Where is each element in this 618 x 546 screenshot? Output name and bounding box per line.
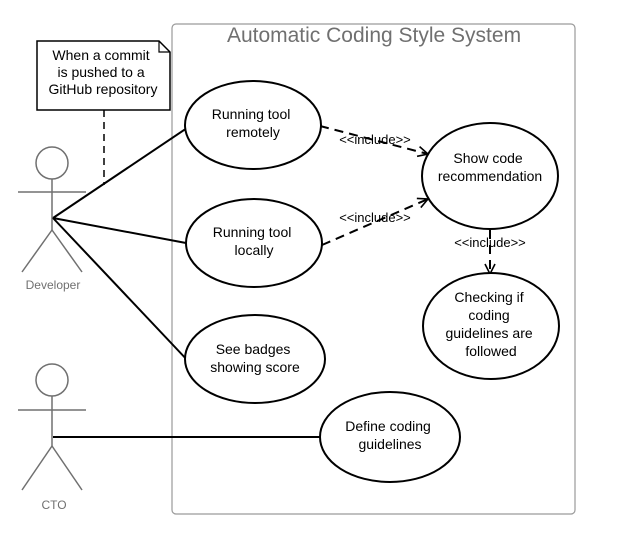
system-boundary bbox=[171, 23, 576, 515]
include-local-recommend bbox=[321, 199, 428, 246]
include-label-local: <<include>> bbox=[339, 210, 411, 225]
system-title: Automatic Coding Style System bbox=[227, 24, 521, 47]
usecase-show-code-recommendation-text: Show code recommendation bbox=[438, 150, 542, 184]
note-line: When a commit bbox=[52, 47, 149, 63]
usecase-line: Running tool bbox=[213, 224, 292, 240]
actor-cto bbox=[18, 363, 86, 491]
actor-cto-head bbox=[35, 363, 69, 397]
usecase-running-tool-remotely bbox=[184, 80, 322, 170]
actor-cto-leg-left bbox=[21, 445, 53, 491]
include-remote-recommend bbox=[319, 125, 428, 154]
note-line: is pushed to a bbox=[57, 64, 144, 80]
assoc-developer-badges bbox=[52, 217, 191, 364]
actor-developer bbox=[18, 146, 86, 273]
usecase-line: locally bbox=[235, 242, 274, 258]
usecase-line: coding bbox=[468, 307, 509, 323]
actor-cto-label: CTO bbox=[41, 498, 66, 512]
include-label-checking: <<include>> bbox=[454, 235, 526, 250]
usecase-running-tool-locally bbox=[185, 198, 323, 288]
usecase-running-tool-remotely-text: Running tool remotely bbox=[212, 106, 295, 140]
actor-developer-leg-left bbox=[21, 229, 53, 273]
include-label-remote: <<include>> bbox=[339, 132, 411, 147]
note-fold bbox=[158, 41, 170, 53]
usecase-checking-guidelines-text: Checking if coding guidelines are follow… bbox=[445, 289, 536, 359]
usecase-running-tool-locally-text: Running tool locally bbox=[213, 224, 296, 258]
usecase-line: showing score bbox=[210, 359, 300, 375]
usecase-define-guidelines bbox=[319, 391, 461, 483]
usecase-line: Checking if bbox=[454, 289, 523, 305]
usecase-checking-guidelines bbox=[422, 272, 560, 380]
usecase-line: Running tool bbox=[212, 106, 291, 122]
usecase-see-badges-text: See badges showing score bbox=[210, 341, 300, 375]
usecase-define-guidelines-text: Define coding guidelines bbox=[345, 418, 435, 452]
note-text: When a commit is pushed to a GitHub repo… bbox=[49, 47, 158, 97]
assoc-developer-local bbox=[52, 217, 187, 244]
usecase-see-badges bbox=[184, 314, 326, 404]
usecase-line: Show code bbox=[453, 150, 522, 166]
usecase-line: recommendation bbox=[438, 168, 542, 184]
actor-developer-leg-right bbox=[51, 229, 83, 273]
actor-developer-label: Developer bbox=[26, 278, 81, 292]
usecase-line: guidelines are bbox=[445, 325, 532, 341]
note-box bbox=[36, 40, 171, 111]
usecase-line: See badges bbox=[216, 341, 291, 357]
usecase-line: Define coding bbox=[345, 418, 431, 434]
usecase-line: guidelines bbox=[358, 436, 421, 452]
usecase-line: remotely bbox=[226, 124, 280, 140]
actor-cto-leg-right bbox=[51, 445, 83, 491]
usecase-line: followed bbox=[465, 343, 516, 359]
assoc-developer-remote bbox=[52, 125, 191, 219]
actor-developer-head bbox=[35, 146, 69, 180]
usecase-show-code-recommendation bbox=[421, 122, 559, 230]
note-line: GitHub repository bbox=[49, 81, 158, 97]
